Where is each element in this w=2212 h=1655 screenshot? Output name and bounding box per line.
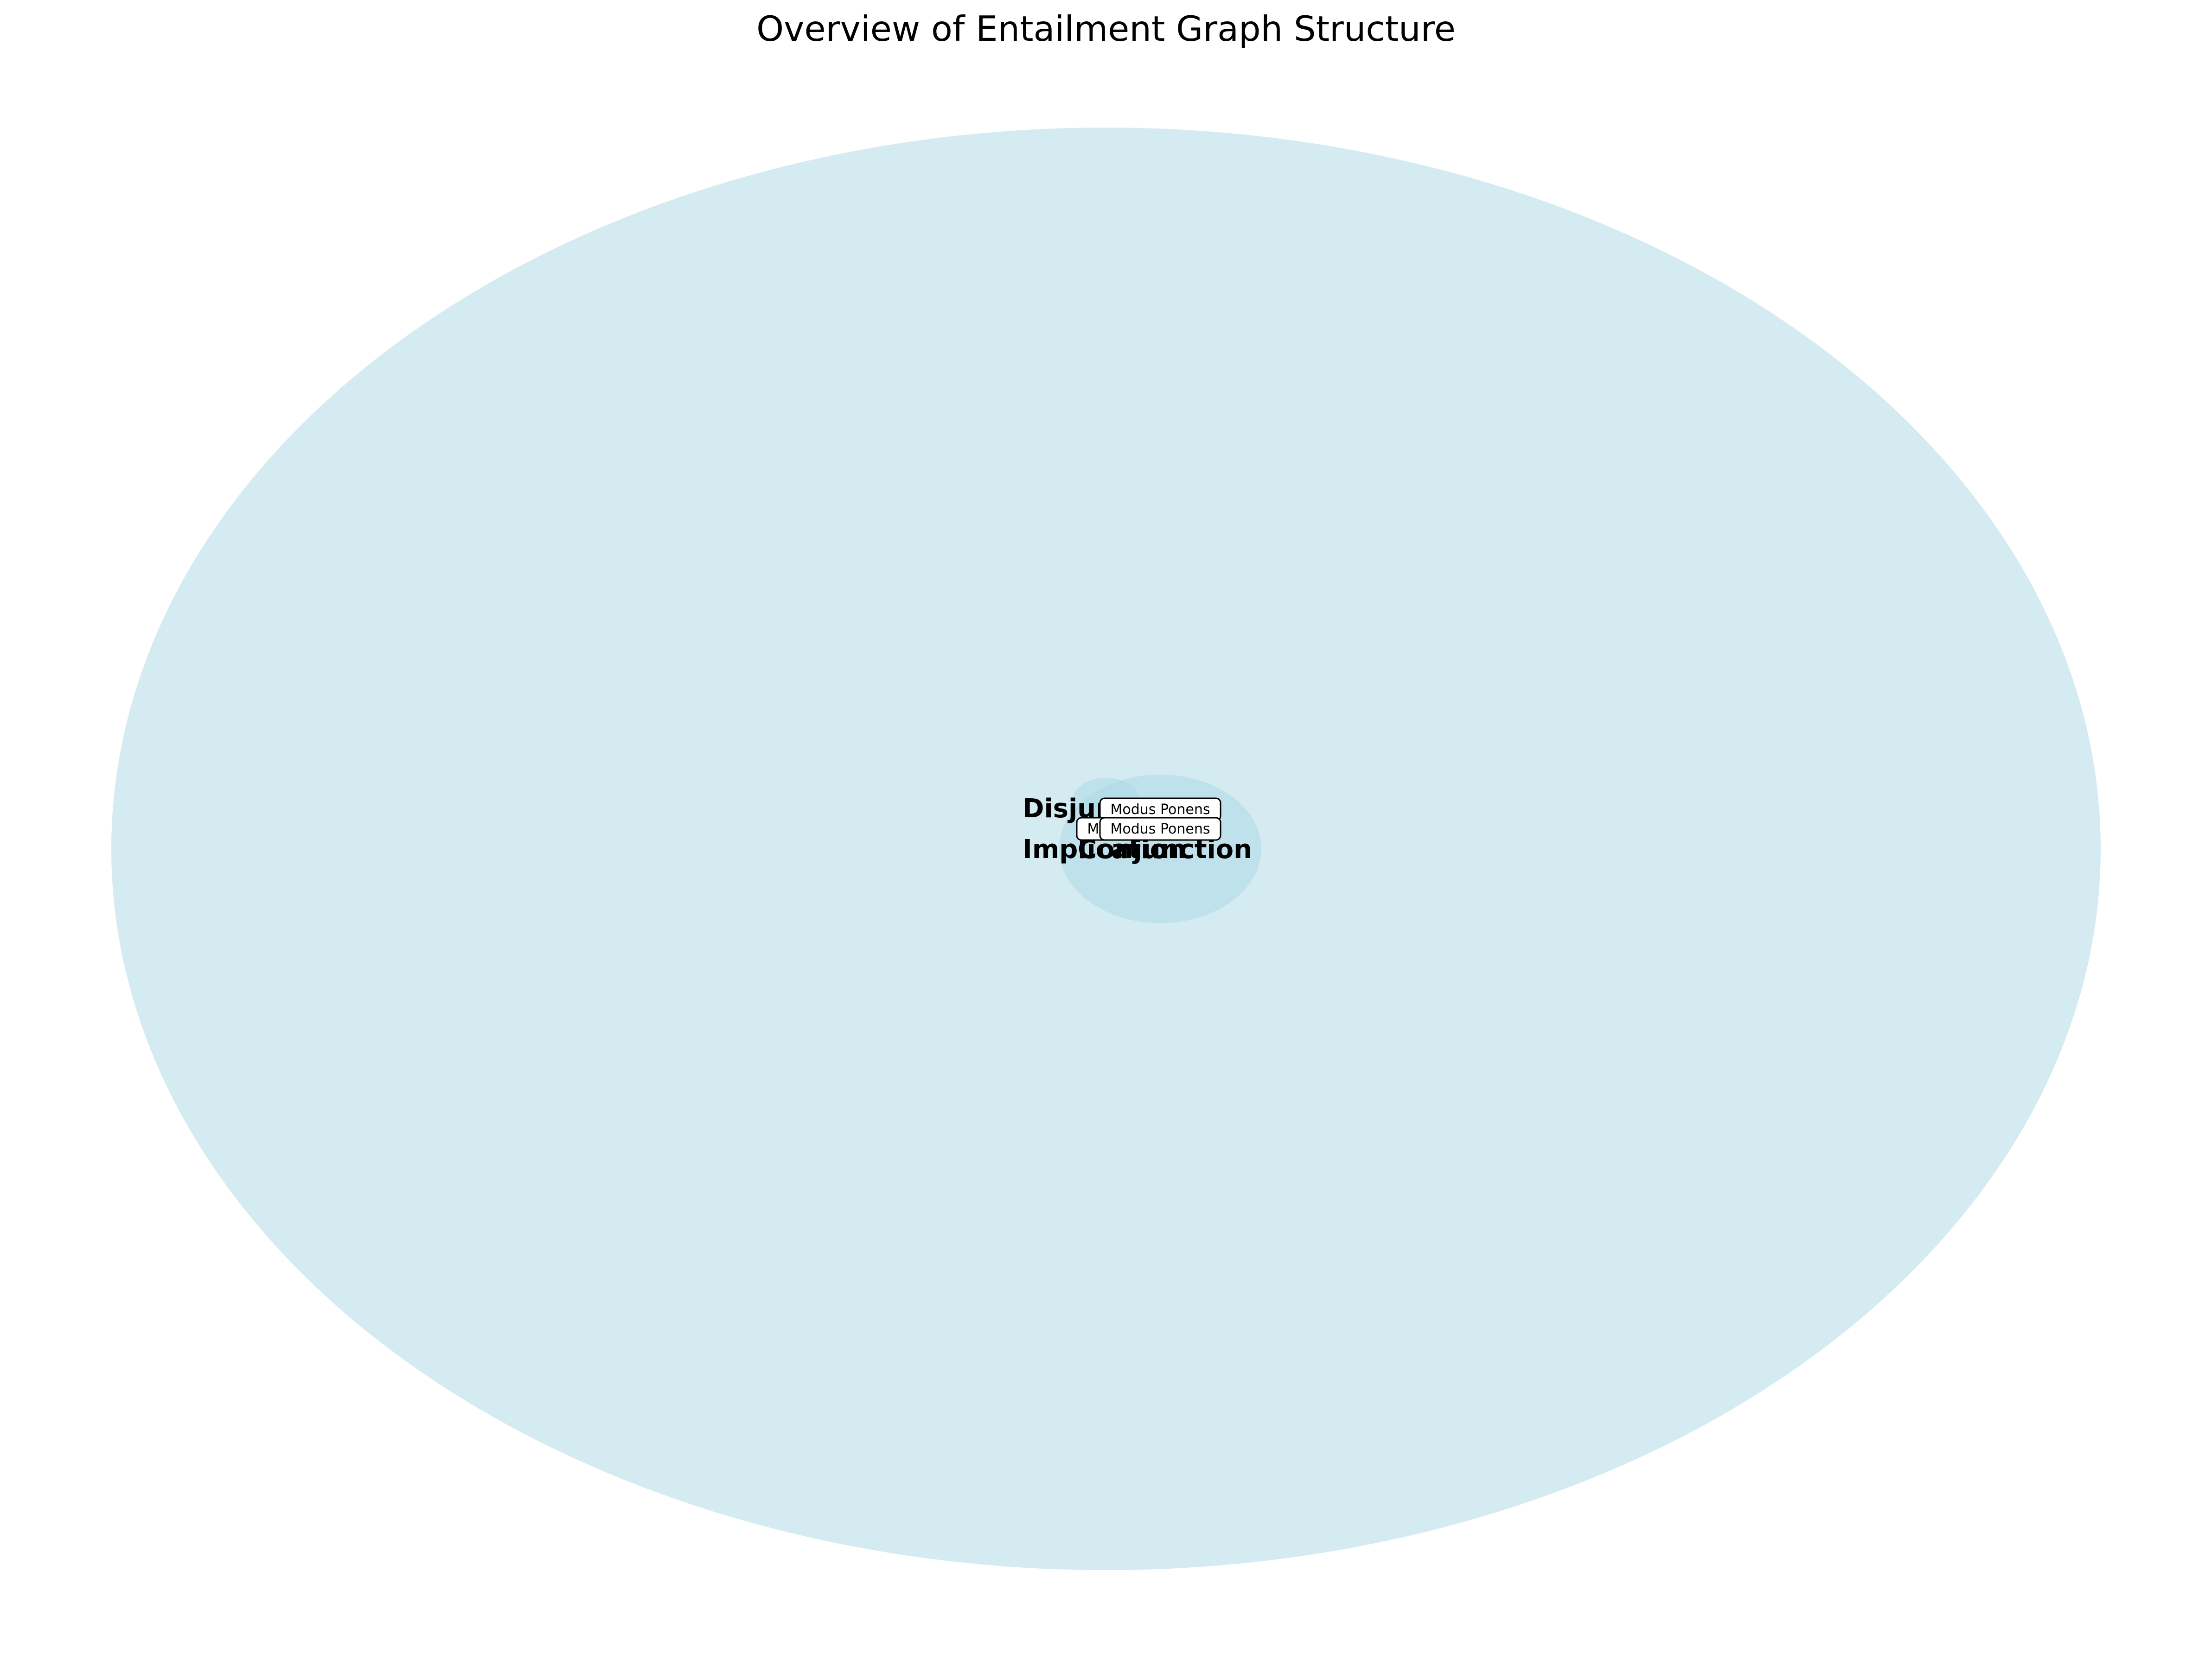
edge-label-text: Modus Ponens (1111, 802, 1210, 818)
edge-label-disjunction-to-implication: Modus Ponens (1099, 817, 1221, 841)
edge-label-disjunction-to-conjunction: Modus Ponens (1099, 797, 1221, 821)
page-title: Overview of Entailment Graph Structure (756, 8, 1456, 49)
edge-label-text: Modus Ponens (1111, 821, 1210, 837)
edge-label-box (1099, 817, 1221, 841)
